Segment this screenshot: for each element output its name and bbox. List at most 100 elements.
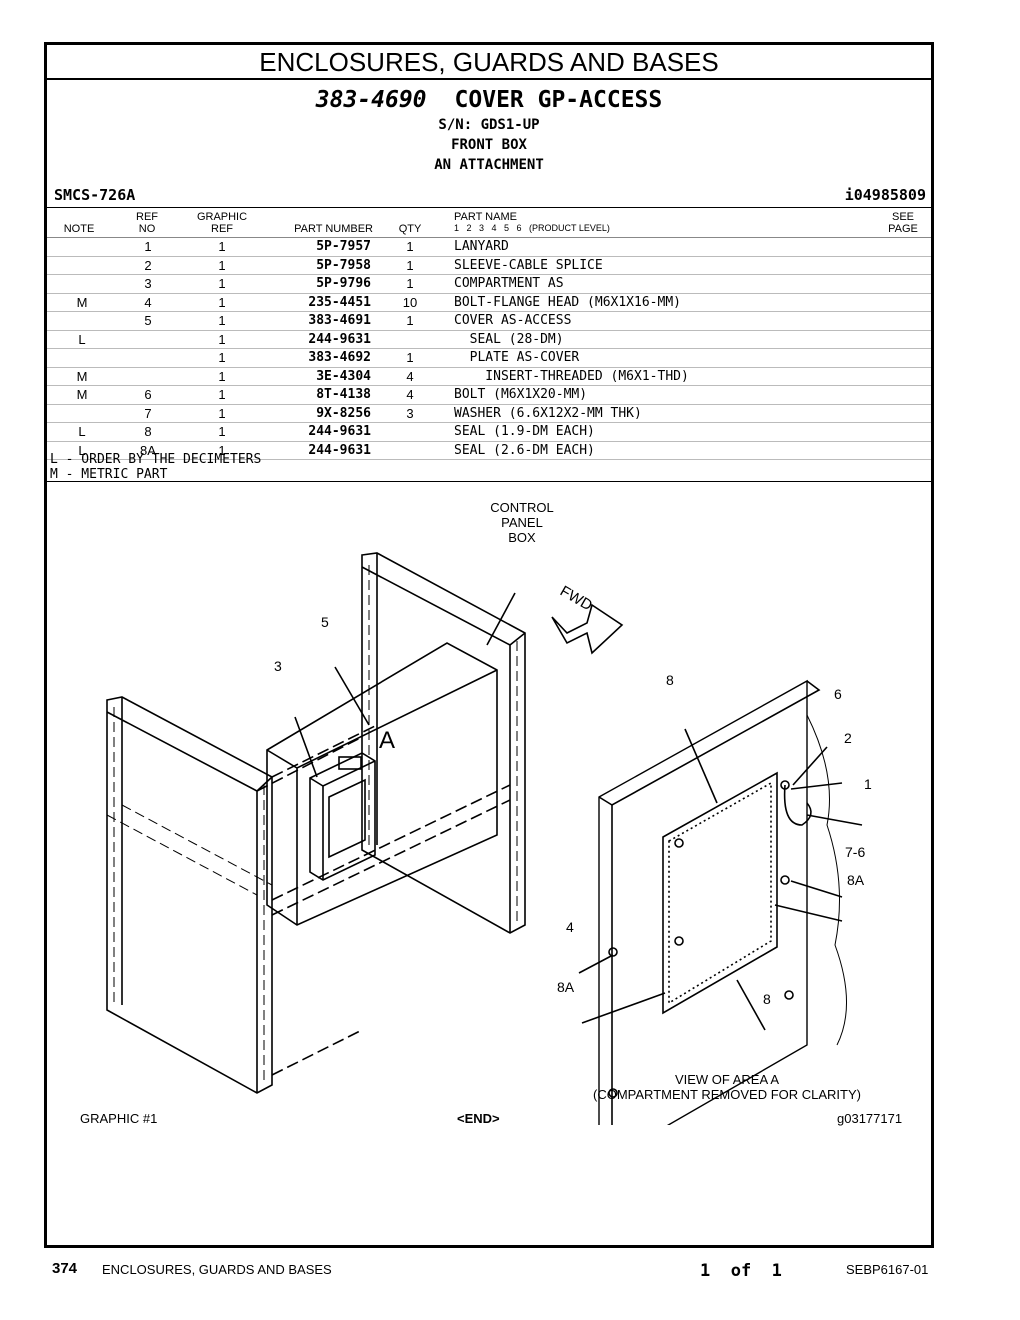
part-number-cell: 244-9631 [308, 331, 371, 347]
part-number-cell: 5P-9796 [316, 276, 371, 291]
part-name-cell: SLEEVE-CABLE SPLICE [454, 257, 603, 273]
part-number-cell: 244-9631 [308, 442, 371, 458]
col-qty: QTY [398, 223, 422, 235]
col-see-1: SEE [891, 211, 914, 223]
col-product-level: 1 2 3 4 5 6 (PRODUCT LEVEL) [454, 223, 610, 233]
qty-cell: 4 [406, 368, 414, 384]
table-row: M 1 3E-4304 4 INSERT-THREADED (M6X1-THD) [47, 368, 931, 386]
note-l: L - ORDER BY THE DECIMETERS [50, 452, 262, 467]
group-part-name: COVER GP-ACCESS [454, 87, 663, 113]
callout-2: 2 [844, 730, 852, 746]
graphic-ref-cell: 1 [218, 442, 226, 458]
illustration-id: i04985809 [844, 186, 926, 204]
page-title: 383-4690 COVER GP-ACCESS [47, 85, 931, 115]
col-part-number: PART NUMBER [294, 223, 373, 235]
callout-4: 4 [566, 919, 574, 935]
title-block: 383-4690 COVER GP-ACCESS S/N: GDS1-UP FRO… [47, 85, 931, 175]
part-name-cell: PLATE AS-COVER [454, 350, 580, 365]
subtitle-line-3: AN ATTACHMENT [434, 157, 544, 173]
exploded-view-drawing [106, 552, 863, 1125]
ref-no-cell: 1 [144, 239, 152, 254]
page-of: 1 of 1 [700, 1261, 782, 1281]
part-number-cell: 5P-7958 [316, 257, 371, 273]
note-cell: M [76, 368, 88, 384]
graphic-ref-cell: 1 [218, 257, 226, 273]
table-row: 1 1 5P-7957 1 LANYARD [47, 238, 931, 257]
ref-no-cell: 6 [144, 387, 152, 402]
ref-no-cell: 8 [144, 424, 152, 439]
part-number-cell: 244-9631 [308, 424, 371, 439]
subtitle-line-2: FRONT BOX [451, 137, 527, 153]
ref-no-cell: 4 [144, 294, 152, 310]
area-a-label: A [379, 727, 396, 754]
part-name-cell: INSERT-THREADED (M6X1-THD) [454, 368, 689, 384]
view-caption: VIEW OF AREA A (COMPARTMENT REMOVED FOR … [593, 1072, 861, 1102]
qty-cell: 1 [406, 350, 414, 365]
serial-range: S/N: GDS1-UP [438, 117, 540, 133]
col-see-2: PAGE [888, 223, 918, 235]
col-part-name: PART NAME [454, 211, 517, 223]
part-name-cell: COMPARTMENT AS [454, 276, 564, 291]
qty-cell: 1 [406, 239, 414, 254]
note-cell: L [78, 442, 86, 458]
ref-no-cell: 7 [144, 405, 152, 421]
graphic-ref-cell: 1 [218, 313, 226, 328]
qty-cell: 3 [406, 405, 414, 421]
ref-no-cell: 3 [144, 276, 152, 291]
part-name-cell: SEAL (28-DM) [454, 331, 564, 347]
qty-cell: 10 [402, 294, 418, 310]
col-ref-2: NO [138, 223, 156, 235]
part-name-cell: SEAL (1.9-DM EACH) [454, 424, 595, 439]
qty-cell: 1 [406, 257, 414, 273]
graphic-id: g03177171 [837, 1111, 903, 1126]
note-m: M - METRIC PART [50, 467, 168, 482]
ref-no-cell: 5 [144, 313, 152, 328]
part-name-cell: WASHER (6.6X12X2-MM THK) [454, 405, 642, 421]
note-cell: M [76, 294, 88, 310]
qty-cell: 1 [406, 276, 414, 291]
part-name-cell: SEAL (2.6-DM EACH) [454, 442, 595, 458]
table-row: L 8 1 244-9631 SEAL (1.9-DM EACH) [47, 423, 931, 442]
callout-6: 6 [834, 686, 842, 702]
end-marker: <END> [457, 1111, 500, 1126]
table-row: 7 1 9X-8256 3 WASHER (6.6X12X2-MM THK) [47, 405, 931, 423]
graphic-ref-cell: 1 [218, 294, 226, 310]
group-part-number: 383-4690 [315, 87, 427, 113]
part-name-cell: LANYARD [454, 239, 509, 254]
col-graphic-1: GRAPHIC [196, 211, 248, 223]
part-name-cell: BOLT (M6X1X20-MM) [454, 387, 588, 402]
document-number: SEBP6167-01 [846, 1262, 929, 1277]
graphic-ref-cell: 1 [218, 368, 226, 384]
callout-8a-right: 8A [847, 872, 865, 888]
part-number-cell: 3E-4304 [316, 368, 371, 384]
graphic-ref-cell: 1 [218, 331, 226, 347]
graphic-ref-cell: 1 [218, 405, 226, 421]
col-note: NOTE [63, 223, 95, 235]
notes-divider [47, 481, 931, 482]
callout-3: 3 [274, 658, 282, 674]
smcs-code: SMCS-726A [54, 186, 136, 204]
note-cell: L [78, 424, 86, 439]
graphic-ref-cell: 1 [218, 350, 226, 365]
graphic-number: GRAPHIC #1 [80, 1111, 158, 1126]
graphic-ref-cell: 1 [218, 387, 226, 402]
part-number-cell: 9X-8256 [316, 405, 371, 421]
graphic-ref-cell: 1 [218, 239, 226, 254]
ref-no-cell: 2 [144, 257, 152, 273]
callout-1: 1 [864, 776, 872, 792]
part-name-cell: COVER AS-ACCESS [454, 313, 572, 328]
graphic-ref-cell: 1 [218, 424, 226, 439]
table-row: 1 383-4692 1 PLATE AS-COVER [47, 349, 931, 368]
part-number-cell: 383-4692 [308, 350, 371, 365]
part-number-cell: 5P-7957 [316, 239, 371, 254]
header-divider [47, 207, 931, 208]
table-row: 2 1 5P-7958 1 SLEEVE-CABLE SPLICE [47, 257, 931, 275]
qty-cell: 4 [406, 387, 414, 402]
part-number-cell: 235-4451 [308, 294, 371, 310]
col-graphic-2: REF [211, 223, 233, 235]
